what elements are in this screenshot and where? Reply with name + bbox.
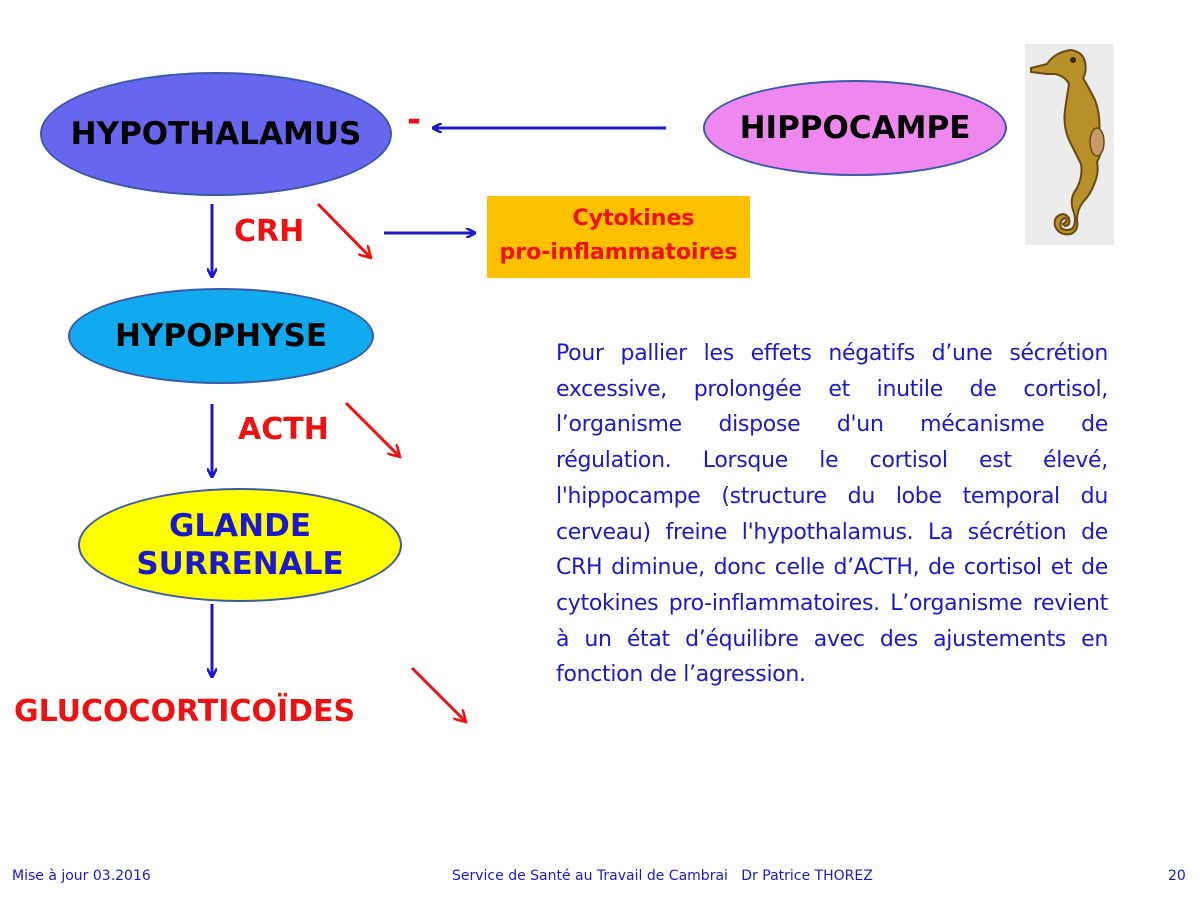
- glande-surrenale-node: GLANDE SURRENALE: [78, 488, 402, 602]
- seahorse-icon: [1030, 48, 1105, 236]
- glande-label-line2: SURRENALE: [136, 546, 344, 582]
- hypothalamus-node: HYPOTHALAMUS: [40, 72, 392, 196]
- cytokines-line1: Cytokines: [572, 206, 695, 231]
- hypothalamus-label: HYPOTHALAMUS: [70, 116, 362, 152]
- hippocampe-label: HIPPOCAMPE: [739, 110, 971, 146]
- cytokines-line2: pro-inflammatoires: [499, 240, 738, 265]
- decrease-arrow-gluco: [410, 666, 466, 722]
- footer-update-date: Mise à jour 03.2016: [12, 868, 151, 884]
- footer-service: Service de Santé au Travail de Cambrai D…: [452, 868, 873, 884]
- explanation-paragraph: Pour pallier les effets négatifs d’une s…: [556, 341, 1108, 688]
- acth-label: ACTH: [238, 412, 329, 447]
- glande-label-line1: GLANDE: [168, 508, 312, 544]
- seahorse-image: [1025, 44, 1114, 245]
- hippocampe-node: HIPPOCAMPE: [703, 80, 1007, 176]
- footer-page-number: 20: [1168, 868, 1186, 884]
- crh-label: CRH: [234, 214, 305, 249]
- hypophyse-label: HYPOPHYSE: [114, 318, 328, 354]
- cytokines-box: Cytokines pro-inflammatoires: [487, 196, 750, 278]
- hypophyse-node: HYPOPHYSE: [68, 288, 374, 384]
- decrease-arrow-crh: [316, 202, 371, 258]
- inhibition-sign: -: [407, 100, 422, 140]
- decrease-arrow-acth: [344, 401, 400, 457]
- glucocorticoides-label: GLUCOCORTICOÏDES: [14, 694, 356, 729]
